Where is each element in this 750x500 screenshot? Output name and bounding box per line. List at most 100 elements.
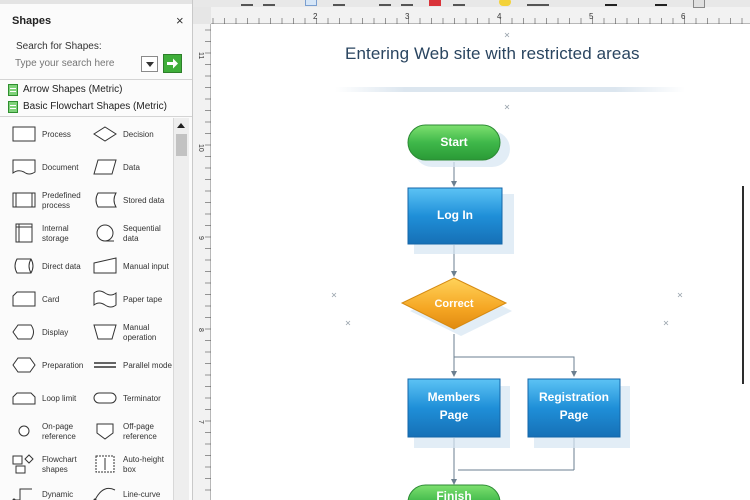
on-page-reference-icon xyxy=(18,425,30,437)
shape-item-preparation[interactable]: Preparation xyxy=(12,351,98,381)
ruler-v-label: 8 xyxy=(197,328,204,332)
more-dropdown-icon[interactable] xyxy=(693,0,705,8)
ruler-v-label: 10 xyxy=(197,144,204,152)
fill-color-icon[interactable] xyxy=(429,0,441,6)
connector-decision-registration[interactable] xyxy=(454,356,577,377)
line-icon[interactable] xyxy=(605,0,617,6)
registration-label-line2: Page xyxy=(560,408,589,422)
arrow-right-icon xyxy=(167,58,178,69)
terminator-icon xyxy=(93,392,117,404)
panel-title: Shapes xyxy=(12,15,52,27)
shape-label: Stored data xyxy=(123,196,165,205)
shape-item-decision[interactable]: Decision xyxy=(93,120,179,150)
stencil-icon xyxy=(8,101,18,113)
ruler-v-label: 7 xyxy=(197,420,204,424)
shape-item-manual-operation[interactable]: Manual operation xyxy=(93,318,179,348)
shape-item-internal-storage[interactable]: Internal storage xyxy=(12,219,98,249)
shape-label: Document xyxy=(42,163,79,172)
shape-item-on-page-reference[interactable]: On-page reference xyxy=(12,417,98,447)
stencil-basic-flowchart[interactable]: Basic Flowchart Shapes (Metric) xyxy=(0,99,192,115)
shape-label: On-page reference xyxy=(42,422,76,441)
shape-item-loop-limit[interactable]: Loop limit xyxy=(12,384,98,414)
diagram-title[interactable]: Entering Web site with restricted areas xyxy=(345,44,640,63)
shape-label: Display xyxy=(42,328,69,337)
paper-tape-icon xyxy=(93,290,117,308)
finish-node[interactable]: Finish xyxy=(407,484,501,500)
shape-item-display[interactable]: Display xyxy=(12,318,98,348)
close-icon[interactable]: × xyxy=(176,13,184,28)
shape-label: Process xyxy=(42,130,71,139)
decision-node[interactable]: Correct xyxy=(400,277,512,336)
stencil-label: Arrow Shapes (Metric) xyxy=(23,84,123,95)
shape-label: Terminator xyxy=(123,394,161,403)
underline-icon[interactable] xyxy=(241,0,253,6)
shape-label: Paper tape xyxy=(123,295,163,304)
shape-item-document[interactable]: Document xyxy=(12,153,98,183)
shape-item-auto-height-box[interactable]: Auto-height box xyxy=(93,450,179,480)
registration-page-node[interactable]: Registration Page xyxy=(527,378,630,448)
toolbar-strip xyxy=(193,0,750,8)
document-icon xyxy=(12,159,36,175)
canvas-scrollbar-thumb[interactable] xyxy=(742,186,744,384)
search-go-button[interactable] xyxy=(163,54,182,73)
finish-label: Finish xyxy=(436,489,471,500)
start-node[interactable]: Start xyxy=(407,124,510,167)
shape-label: Auto-height box xyxy=(123,455,164,474)
stencil-icon xyxy=(8,84,18,96)
auto-height-box-icon xyxy=(95,455,115,473)
search-input[interactable] xyxy=(13,55,138,72)
line-tool-icon[interactable] xyxy=(401,0,413,6)
shape-item-off-page-reference[interactable]: Off-page reference xyxy=(93,417,179,447)
format-icon[interactable] xyxy=(263,0,275,6)
shape-item-process[interactable]: Process xyxy=(12,120,98,150)
registration-label-line1: Registration xyxy=(539,390,609,404)
shape-item-data[interactable]: Data xyxy=(93,153,179,183)
panel-scrollbar[interactable] xyxy=(173,118,189,500)
members-page-node[interactable]: Members Page xyxy=(407,378,510,448)
panel-divider xyxy=(0,116,192,117)
stencil-arrow-shapes[interactable]: Arrow Shapes (Metric) xyxy=(0,82,192,98)
panel-top-edge xyxy=(0,0,192,4)
pointer-tool-icon[interactable] xyxy=(305,0,317,6)
shape-item-paper-tape[interactable]: Paper tape xyxy=(93,285,179,315)
process-icon xyxy=(12,126,36,142)
shape-item-terminator[interactable]: Terminator xyxy=(93,384,179,414)
shape-label: Loop limit xyxy=(42,394,77,403)
shape-item-manual-input[interactable]: Manual input xyxy=(93,252,179,282)
card-icon xyxy=(12,291,36,307)
flowchart-shapes-icon xyxy=(12,454,34,474)
off-page-reference-icon xyxy=(96,423,114,440)
connector-tool-icon[interactable] xyxy=(333,0,345,6)
ruler-h-label: 4 xyxy=(497,12,502,21)
login-node[interactable]: Log In xyxy=(407,187,514,254)
themes-button-icon[interactable] xyxy=(527,0,549,6)
text-tool-icon[interactable] xyxy=(379,0,391,6)
manual-input-icon xyxy=(93,257,117,274)
shape-item-direct-data[interactable]: Direct data xyxy=(12,252,98,282)
shape-item-sequential-data[interactable]: Sequential data xyxy=(93,219,179,249)
predefined-process-icon xyxy=(12,192,36,208)
theme-icon[interactable] xyxy=(499,0,511,6)
shape-item-predefined-process[interactable]: Predefined process xyxy=(12,186,98,216)
shape-label: Sequential data xyxy=(123,224,161,243)
shape-item-parallel-mode[interactable]: Parallel mode xyxy=(93,351,179,381)
stencil-label: Basic Flowchart Shapes (Metric) xyxy=(23,101,167,112)
search-dropdown-button[interactable] xyxy=(141,56,158,72)
shape-label: Dynamic xyxy=(42,490,74,499)
shape-label: Parallel mode xyxy=(123,361,172,370)
arrows-icon[interactable] xyxy=(655,0,667,6)
start-label: Start xyxy=(440,135,467,149)
shape-item-stored-data[interactable]: Stored data xyxy=(93,186,179,216)
line-weight-icon[interactable] xyxy=(453,0,465,6)
shape-item-card[interactable]: Card xyxy=(12,285,98,315)
shape-label: Data xyxy=(123,163,140,172)
shape-item-flowchart-shapes[interactable]: Flowchart shapes xyxy=(12,450,98,480)
panel-divider xyxy=(0,79,192,80)
shape-label: Off-page reference xyxy=(123,422,157,441)
shape-label: Internal storage xyxy=(42,224,69,243)
stored-data-icon xyxy=(95,192,117,208)
